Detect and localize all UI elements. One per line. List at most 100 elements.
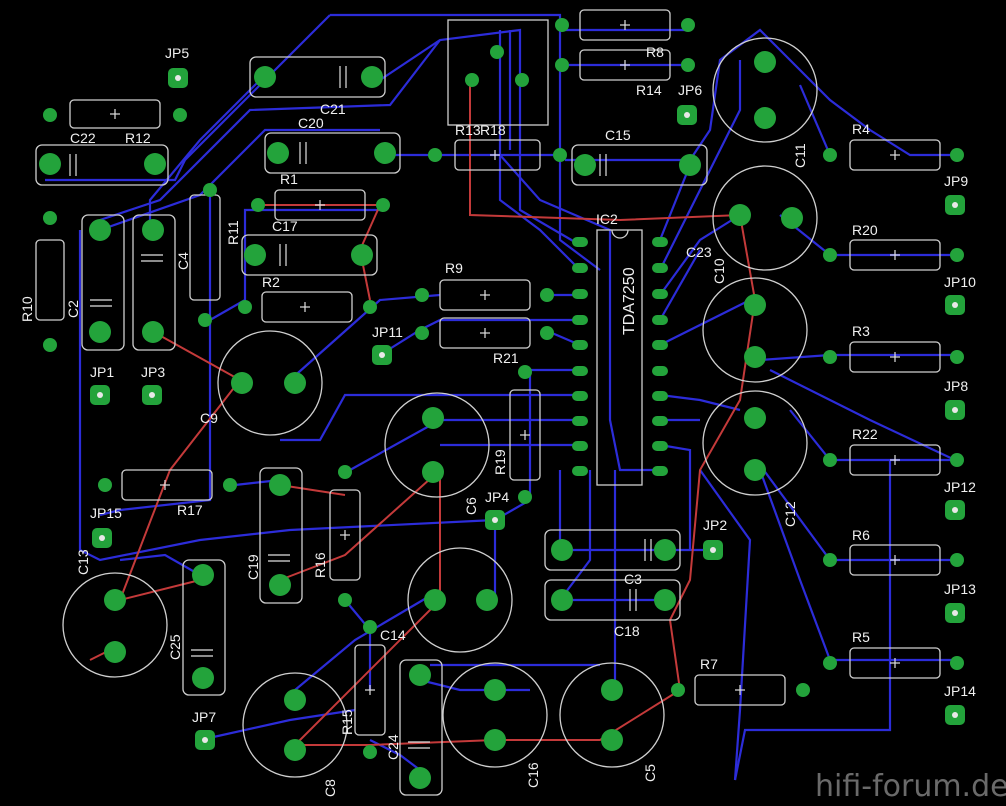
capacitor-c-right (702, 277, 808, 383)
ic-pins (572, 237, 668, 476)
label-c14: C14 (380, 627, 406, 643)
label-r4: R4 (852, 121, 870, 137)
watermark: hifi-forum.de (815, 769, 1006, 804)
resistor-r5 (849, 647, 941, 679)
label-c21: C21 (320, 101, 346, 117)
capacitor-c19 (259, 467, 303, 604)
label-jp2: JP2 (703, 517, 727, 533)
label-jp11: JP11 (372, 324, 403, 340)
label-jp12: JP12 (944, 479, 976, 495)
capacitor-c21 (249, 56, 386, 98)
capacitor-c6 (384, 392, 490, 498)
resistor-r2 (261, 291, 353, 323)
label-r3: R3 (852, 323, 870, 339)
resistor-r3 (849, 341, 941, 373)
label-c15: C15 (605, 127, 631, 143)
pad-holes (97, 75, 958, 743)
label-r21: R21 (493, 350, 519, 366)
capacitor-c20 (264, 132, 401, 174)
film-capacitors (35, 56, 708, 796)
rotated-labels: R10 C2 C4 R11 C11 C10 TDA7250 R19 C6 C12… (19, 143, 808, 797)
resistor-r6 (849, 544, 941, 576)
round-pads (39, 18, 964, 789)
resistor-r21 (439, 317, 531, 349)
label-jp8: JP8 (944, 378, 968, 394)
capacitor-c12 (702, 390, 808, 496)
label-r20: R20 (852, 222, 878, 238)
capacitor-c10 (712, 165, 818, 271)
capacitor-c22 (35, 144, 169, 186)
label-jp13: JP13 (944, 581, 976, 597)
label-c4: C4 (175, 252, 191, 270)
label-r5: R5 (852, 629, 870, 645)
label-r9: R9 (445, 260, 463, 276)
label-jp5: JP5 (165, 45, 189, 61)
capacitor-c11 (712, 37, 818, 143)
label-c19: C19 (245, 554, 261, 580)
capacitor-c13 (62, 572, 168, 678)
resistor-r22 (849, 444, 941, 476)
label-r10: R10 (19, 296, 35, 322)
label-jp4: JP4 (485, 489, 509, 505)
label-r17: R17 (177, 502, 203, 518)
resistor-r19 (509, 389, 541, 481)
capacitor-c14 (407, 547, 513, 653)
resistor-r16 (329, 489, 361, 581)
resistor-r10 (35, 239, 65, 321)
label-jp9: JP9 (944, 173, 968, 189)
label-tda7250: TDA7250 (621, 267, 638, 335)
label-r19: R19 (492, 449, 508, 475)
label-r1: R1 (280, 171, 298, 187)
capacitor-c25 (182, 559, 226, 696)
label-r15: R15 (339, 709, 355, 735)
resistor-r9 (439, 279, 531, 311)
resistor-r13 (454, 139, 541, 171)
resistor-r20 (849, 239, 941, 271)
resistor-r17 (121, 469, 213, 501)
red-traces (89, 80, 756, 746)
label-c11: C11 (792, 143, 808, 168)
label-c18: C18 (614, 623, 640, 639)
label-ic2: IC2 (596, 211, 618, 227)
capacitor-c15 (571, 144, 708, 186)
resistors (35, 9, 941, 736)
label-r8: R8 (646, 44, 664, 60)
capacitor-c24 (399, 659, 443, 796)
label-c23: C23 (686, 244, 712, 260)
label-jp1: JP1 (90, 364, 114, 380)
capacitor-c17 (241, 234, 378, 276)
resistor-r11 (189, 194, 221, 301)
label-c6: C6 (463, 497, 479, 515)
capacitor-c4 (132, 214, 176, 351)
label-jp7: JP7 (192, 709, 216, 725)
resistor-r7 (694, 674, 786, 706)
label-c9: C9 (200, 410, 218, 426)
label-c22: C22 (70, 130, 96, 146)
label-c13: C13 (75, 549, 91, 575)
label-jp3: JP3 (141, 364, 165, 380)
label-r2: R2 (262, 274, 280, 290)
electrolytic-capacitors (62, 37, 818, 778)
label-c5: C5 (642, 764, 658, 782)
capacitor-c9 (217, 330, 323, 436)
component-labels: JP5 C21 C22 R12 C20 R1 C17 R2 R9 R21 JP1… (19, 44, 976, 797)
label-jp6: JP6 (678, 82, 702, 98)
resistor-r4 (849, 139, 941, 171)
capacitor-c16 (442, 662, 548, 768)
label-c8: C8 (322, 779, 338, 797)
label-r18: R18 (480, 122, 506, 138)
label-r12: R12 (125, 130, 151, 146)
capacitor-c3 (544, 529, 681, 571)
label-c16: C16 (525, 762, 541, 788)
label-r22: R22 (852, 426, 878, 442)
ic2-tda7250 (447, 19, 643, 486)
capacitor-c8 (242, 672, 348, 778)
label-c17: C17 (272, 218, 298, 234)
label-r16: R16 (312, 552, 328, 578)
label-r7: R7 (700, 656, 718, 672)
label-c10: C10 (711, 258, 727, 284)
label-c24: C24 (385, 734, 401, 760)
label-c25: C25 (167, 634, 183, 660)
resistor-r14 (579, 49, 671, 81)
